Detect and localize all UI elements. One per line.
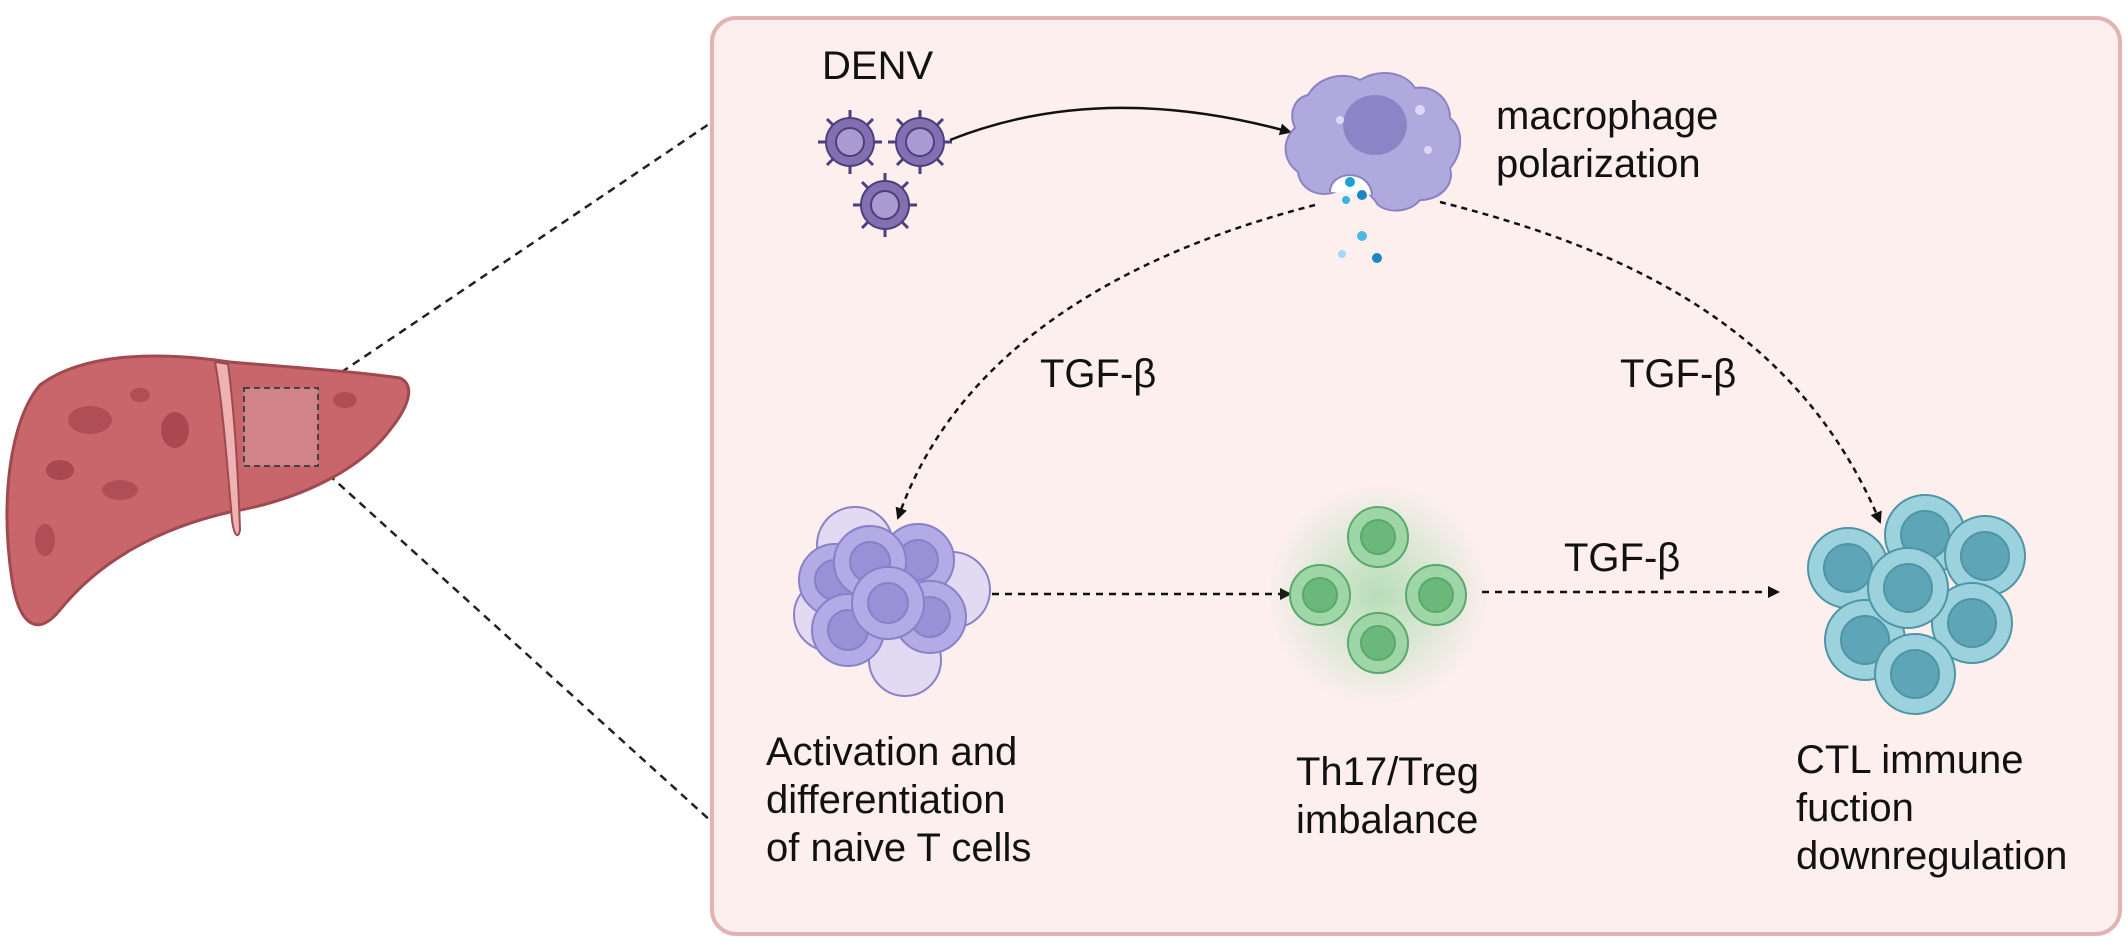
mechanism-panel (710, 16, 2122, 936)
naive-t-cell-cluster (793, 506, 991, 697)
arrow-macrophage-to-naive-t (895, 203, 1316, 520)
zoom-line-bottom (317, 464, 713, 823)
ctl-label: CTL immune fuction downregulation (1796, 738, 2068, 878)
naive-t-cell-label: Activation and differentiation of naive … (766, 730, 1032, 870)
liver-zoom-box (243, 387, 319, 467)
macrophage-polarization-label: macrophage polarization (1496, 94, 1719, 186)
ctl-cell-cluster (1807, 494, 2026, 715)
denv-virus-icon (818, 110, 952, 237)
liver-illustration (5, 354, 411, 627)
tgf-beta-right-label: TGF-β (1620, 352, 1737, 396)
tgf-beta-left-label: TGF-β (1040, 352, 1157, 396)
denv-label: DENV (822, 44, 934, 88)
macrophage-icon (1284, 72, 1462, 263)
th17-treg-cells (1268, 485, 1488, 705)
arrow-denv-to-macrophage (949, 106, 1292, 142)
th17-treg-label: Th17/Treg imbalance (1296, 750, 1480, 842)
tgf-beta-bottom-label: TGF-β (1564, 536, 1681, 580)
zoom-line-top (317, 120, 713, 390)
arrow-macrophage-to-ctl (1439, 200, 1882, 524)
